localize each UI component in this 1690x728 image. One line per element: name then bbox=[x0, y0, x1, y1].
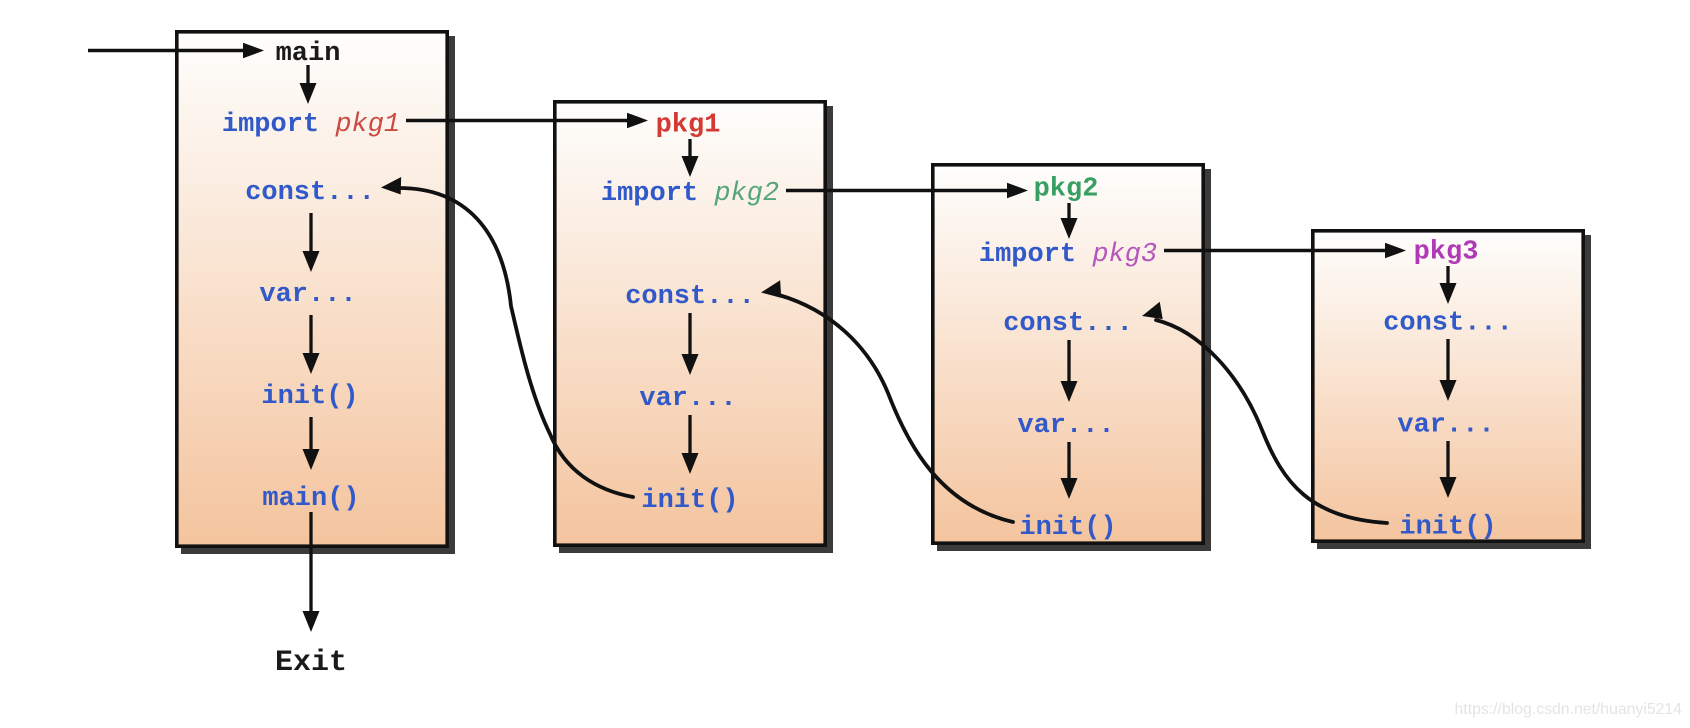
svg-text:var...: var... bbox=[1017, 411, 1114, 441]
svg-text:pkg1: pkg1 bbox=[656, 111, 721, 141]
svg-text:const...: const... bbox=[245, 178, 375, 208]
svg-text:main: main bbox=[276, 39, 341, 69]
svg-text:import pkg1: import pkg1 bbox=[222, 110, 400, 140]
svg-text:init(): init() bbox=[641, 486, 738, 516]
svg-text:Exit: Exit bbox=[275, 646, 347, 680]
svg-text:const...: const... bbox=[1003, 309, 1133, 339]
svg-text:const...: const... bbox=[625, 282, 755, 312]
svg-text:https://blog.csdn.net/huanyi52: https://blog.csdn.net/huanyi5214 bbox=[1455, 701, 1683, 718]
svg-text:import pkg3: import pkg3 bbox=[979, 240, 1157, 270]
svg-text:pkg2: pkg2 bbox=[1034, 175, 1099, 205]
svg-text:var...: var... bbox=[639, 384, 736, 414]
svg-text:main(): main() bbox=[262, 484, 359, 514]
svg-text:init(): init() bbox=[1399, 513, 1496, 543]
svg-text:pkg3: pkg3 bbox=[1414, 238, 1479, 268]
svg-text:var...: var... bbox=[1397, 411, 1494, 441]
svg-text:init(): init() bbox=[261, 382, 358, 412]
svg-text:var...: var... bbox=[259, 280, 356, 310]
svg-text:const...: const... bbox=[1383, 309, 1513, 339]
svg-text:import pkg2: import pkg2 bbox=[601, 179, 779, 209]
svg-text:init(): init() bbox=[1019, 513, 1116, 543]
